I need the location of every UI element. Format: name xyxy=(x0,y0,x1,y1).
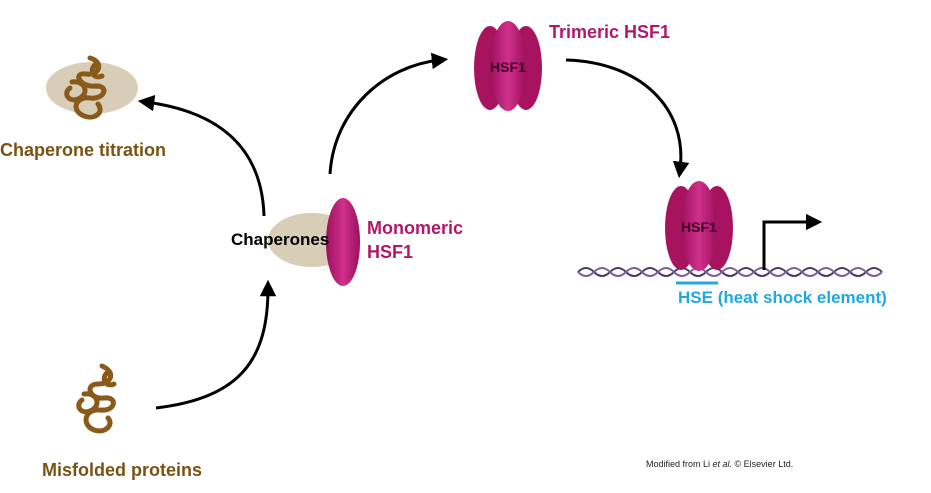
chaperone-titration-label: Chaperone titration xyxy=(0,140,167,160)
hsf1-trimer-bound xyxy=(665,181,733,271)
hse-abbrev: HSE xyxy=(678,288,713,307)
chaperones-label: Chaperones xyxy=(231,230,330,249)
chaperone-hsf1-complex xyxy=(268,198,360,286)
credit-prefix: Modified from Li xyxy=(646,459,713,469)
arrow-chaperones-to-titration xyxy=(137,94,266,217)
hsf1-trimer-text: HSF1 xyxy=(490,59,526,75)
monomeric-label-line1: Monomeric xyxy=(367,218,464,238)
hsf1-bound-text: HSF1 xyxy=(681,219,717,235)
chaperone-titration-icon xyxy=(46,55,138,120)
misfolded-proteins-label: Misfolded proteins xyxy=(42,460,203,480)
transcription-start-arrow xyxy=(762,213,823,270)
credit-etal: et al. xyxy=(712,459,733,469)
arrow-misfolded-to-chaperones xyxy=(155,279,277,410)
credit-suffix: © Elsevier Ltd. xyxy=(732,459,794,469)
monomeric-label-line2: HSF1 xyxy=(367,242,414,262)
hse-label: HSE (heat shock element) xyxy=(678,288,887,308)
arrow-trimer-to-dna xyxy=(565,58,690,179)
source-credit: Modified from Li et al. © Elsevier Ltd. xyxy=(646,459,793,469)
hse-full-name: (heat shock element) xyxy=(712,288,887,307)
hsf1-trimer xyxy=(474,21,542,111)
dna-double-helix xyxy=(577,267,883,277)
arrow-monomer-to-trimer xyxy=(328,52,449,175)
trimeric-hsf1-label: Trimeric HSF1 xyxy=(549,22,671,42)
monomeric-hsf1-label: Monomeric HSF1 xyxy=(367,216,463,264)
misfolded-protein-icon xyxy=(76,363,117,434)
